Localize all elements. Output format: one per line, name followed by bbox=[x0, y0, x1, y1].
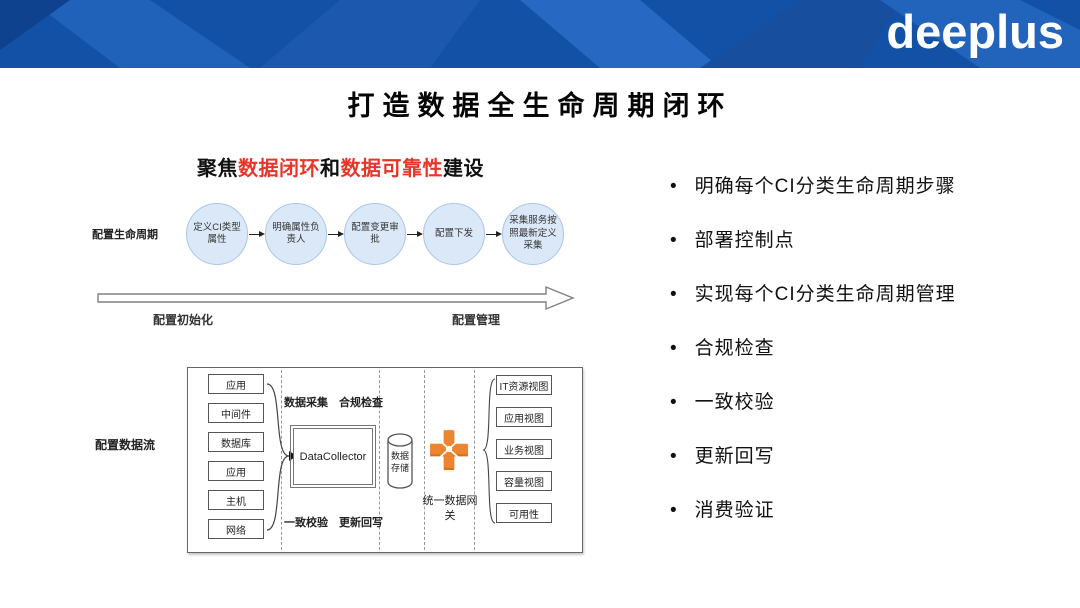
collector-bottom-labels: 一致校验 更新回写 bbox=[284, 517, 383, 529]
source-system-box: 网络 bbox=[208, 519, 264, 539]
header-bar: deeplus bbox=[0, 0, 1080, 68]
key-point: 一致校验 bbox=[670, 390, 1050, 416]
source-system-box: 主机 bbox=[208, 490, 264, 510]
view-box: 可用性 bbox=[496, 503, 552, 523]
views-list: IT资源视图应用视图业务视图容量视图可用性 bbox=[496, 375, 552, 523]
subtitle-segment: 和 bbox=[320, 158, 341, 180]
lifecycle-steps: 定义CI类型属性明确属性负责人配置变更审批配置下发采集服务按照最新定义采集 bbox=[186, 203, 564, 265]
key-point: 更新回写 bbox=[670, 444, 1050, 470]
source-system-box: 数据库 bbox=[208, 432, 264, 452]
lifecycle-label: 配置生命周期 bbox=[92, 229, 158, 241]
subtitle-segment-emphasis: 数据闭环 bbox=[238, 158, 320, 180]
page-title: 打造数据全生命周期闭环 bbox=[347, 91, 733, 121]
source-systems-list: 应用中间件数据库应用主机网络 bbox=[208, 374, 264, 539]
data-storage: 数据存储 bbox=[386, 432, 414, 495]
datacollector-box: DataCollector bbox=[290, 425, 376, 488]
timeline-label-end: 配置管理 bbox=[452, 313, 501, 327]
database-cylinder-icon bbox=[387, 433, 413, 489]
lifecycle-step: 采集服务按照最新定义采集 bbox=[486, 203, 564, 265]
subtitle-segment: 建设 bbox=[443, 158, 484, 180]
timeline-arrow bbox=[97, 285, 575, 311]
view-box: 业务视图 bbox=[496, 439, 552, 459]
view-box: 容量视图 bbox=[496, 471, 552, 491]
key-point: 消费验证 bbox=[670, 498, 1050, 524]
section-divider bbox=[281, 370, 282, 550]
diagram-subtitle: 聚焦数据闭环和数据可靠性建设 bbox=[197, 152, 484, 181]
view-box: IT资源视图 bbox=[496, 375, 552, 395]
section-divider bbox=[474, 370, 475, 550]
collector-top-labels: 数据采集 合规检查 bbox=[284, 397, 383, 409]
source-system-box: 应用 bbox=[208, 374, 264, 394]
gateway bbox=[428, 428, 470, 475]
header-decoration bbox=[0, 0, 1080, 68]
data-storage-label: 数据存储 bbox=[390, 451, 409, 474]
section-divider bbox=[379, 370, 380, 550]
subtitle-segment-emphasis: 数据可靠性 bbox=[340, 158, 443, 180]
source-system-box: 中间件 bbox=[208, 403, 264, 423]
lifecycle-step: 明确属性负责人 bbox=[249, 203, 327, 265]
key-point: 明确每个CI分类生命周期步骤 bbox=[670, 174, 1050, 200]
lifecycle-step: 配置下发 bbox=[407, 203, 485, 265]
lifecycle-step: 配置变更审批 bbox=[328, 203, 406, 265]
timeline-label-start: 配置初始化 bbox=[153, 313, 214, 327]
key-point: 部署控制点 bbox=[670, 228, 1050, 254]
section-divider bbox=[424, 370, 425, 550]
source-system-box: 应用 bbox=[208, 461, 264, 481]
dataflow-diagram: 应用中间件数据库应用主机网络 数据采集 合规检查 DataCollector 一… bbox=[187, 367, 583, 553]
gateway-icon bbox=[430, 430, 468, 470]
views-bracket-connector bbox=[482, 378, 496, 524]
lifecycle-step: 定义CI类型属性 bbox=[186, 203, 248, 265]
key-points-list: 明确每个CI分类生命周期步骤部署控制点实现每个CI分类生命周期管理合规检查一致校… bbox=[670, 174, 1050, 552]
subtitle-segment: 聚焦 bbox=[197, 158, 238, 180]
dataflow-label: 配置数据流 bbox=[95, 438, 156, 452]
gateway-label: 统一数据网关 bbox=[422, 495, 478, 523]
brand-logo: deeplus bbox=[886, 5, 1064, 58]
key-point: 实现每个CI分类生命周期管理 bbox=[670, 282, 1050, 308]
view-box: 应用视图 bbox=[496, 407, 552, 427]
key-point: 合规检查 bbox=[670, 336, 1050, 362]
